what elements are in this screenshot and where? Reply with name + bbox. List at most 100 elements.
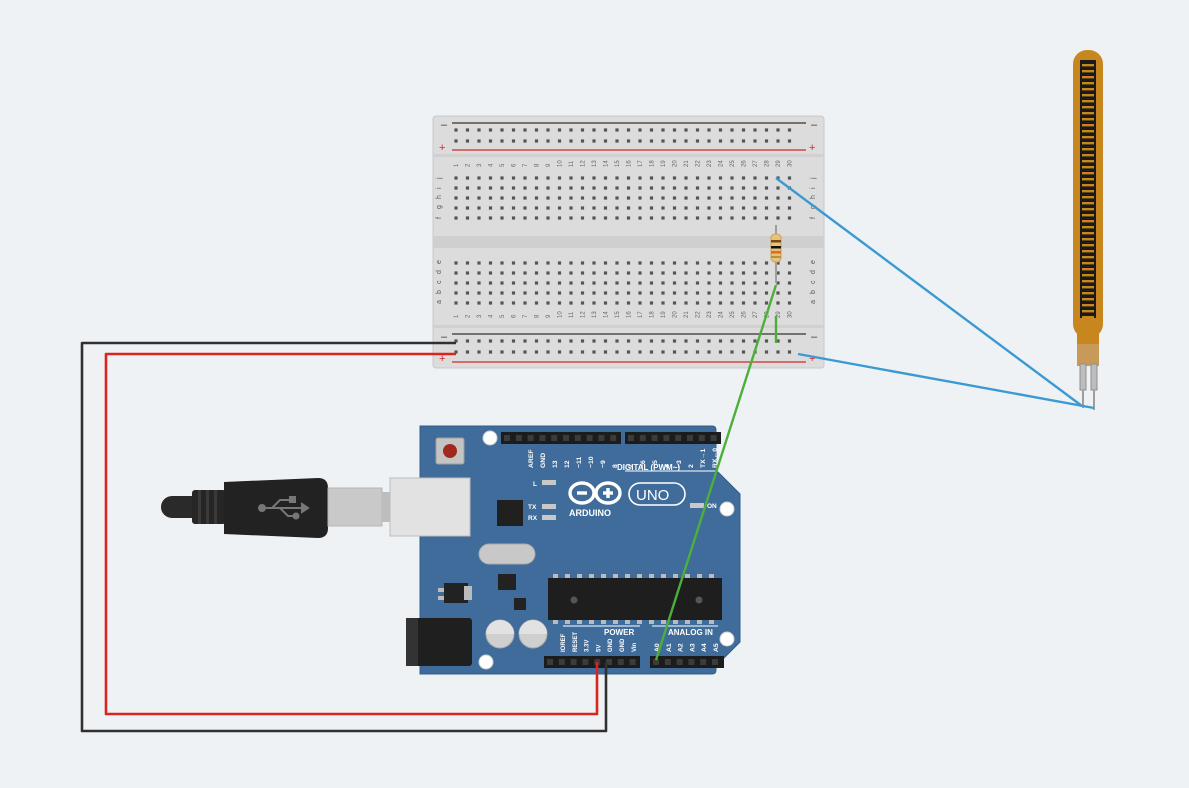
breadboard-hole[interactable] [638,186,642,190]
breadboard-hole[interactable] [787,139,792,143]
breadboard-hole[interactable] [626,301,631,305]
breadboard-hole[interactable] [718,271,723,275]
breadboard-hole[interactable] [787,271,792,275]
breadboard-hole[interactable] [718,261,723,265]
breadboard-hole[interactable] [465,301,470,305]
breadboard-hole[interactable] [661,176,665,180]
breadboard-hole[interactable] [776,139,780,143]
breadboard-hole[interactable] [718,291,723,295]
breadboard-hole[interactable] [569,206,573,210]
breadboard-hole[interactable] [638,176,642,180]
breadboard-hole[interactable] [626,186,631,190]
breadboard-hole[interactable] [638,206,642,210]
breadboard-hole[interactable] [488,339,493,343]
breadboard-hole[interactable] [649,206,654,210]
breadboard-hole[interactable] [465,139,470,143]
breadboard-hole[interactable] [454,206,458,210]
breadboard-hole[interactable] [787,216,792,220]
breadboard-hole[interactable] [534,301,539,305]
breadboard-hole[interactable] [684,206,688,210]
breadboard-hole[interactable] [523,128,527,132]
breadboard-hole[interactable] [454,261,458,265]
breadboard-hole[interactable] [638,339,642,343]
breadboard-hole[interactable] [695,291,700,295]
breadboard-hole[interactable] [615,216,619,220]
breadboard-hole[interactable] [523,339,527,343]
breadboard-hole[interactable] [730,350,734,354]
breadboard-hole[interactable] [730,291,734,295]
breadboard-hole[interactable] [592,261,596,265]
breadboard-hole[interactable] [557,339,562,343]
breadboard-hole[interactable] [615,176,619,180]
breadboard-hole[interactable] [707,128,711,132]
breadboard-hole[interactable] [626,176,631,180]
breadboard-hole[interactable] [557,350,562,354]
breadboard-hole[interactable] [603,196,608,200]
breadboard-hole[interactable] [454,139,458,143]
breadboard-hole[interactable] [500,291,504,295]
breadboard-hole[interactable] [603,301,608,305]
breadboard-hole[interactable] [488,301,493,305]
breadboard-hole[interactable] [649,139,654,143]
breadboard-hole[interactable] [672,176,677,180]
breadboard-hole[interactable] [753,261,757,265]
breadboard-hole[interactable] [580,339,585,343]
breadboard-hole[interactable] [603,281,608,285]
breadboard-hole[interactable] [557,196,562,200]
breadboard-hole[interactable] [661,139,665,143]
breadboard-hole[interactable] [753,139,757,143]
breadboard-hole[interactable] [695,301,700,305]
breadboard-hole[interactable] [718,216,723,220]
breadboard-hole[interactable] [488,271,493,275]
breadboard-hole[interactable] [741,301,746,305]
breadboard-hole[interactable] [603,206,608,210]
breadboard-hole[interactable] [741,128,746,132]
breadboard-hole[interactable] [500,271,504,275]
breadboard-hole[interactable] [477,271,481,275]
breadboard-hole[interactable] [776,216,780,220]
breadboard-hole[interactable] [626,291,631,295]
breadboard-hole[interactable] [580,206,585,210]
breadboard-hole[interactable] [500,206,504,210]
breadboard-hole[interactable] [684,176,688,180]
breadboard-hole[interactable] [534,271,539,275]
breadboard-hole[interactable] [557,261,562,265]
breadboard-hole[interactable] [546,261,550,265]
breadboard-hole[interactable] [488,206,493,210]
breadboard-hole[interactable] [695,281,700,285]
breadboard-hole[interactable] [626,350,631,354]
breadboard-hole[interactable] [626,216,631,220]
breadboard-hole[interactable] [615,261,619,265]
breadboard-hole[interactable] [753,206,757,210]
breadboard-hole[interactable] [546,139,550,143]
breadboard-hole[interactable] [615,128,619,132]
breadboard-hole[interactable] [557,291,562,295]
breadboard-hole[interactable] [649,128,654,132]
breadboard-hole[interactable] [638,196,642,200]
breadboard-hole[interactable] [615,139,619,143]
breadboard-hole[interactable] [695,139,700,143]
breadboard-hole[interactable] [569,271,573,275]
breadboard-hole[interactable] [523,196,527,200]
breadboard-hole[interactable] [465,350,470,354]
breadboard-hole[interactable] [477,339,481,343]
breadboard-hole[interactable] [569,261,573,265]
breadboard-hole[interactable] [511,196,516,200]
breadboard-hole[interactable] [534,206,539,210]
breadboard-hole[interactable] [718,139,723,143]
breadboard-hole[interactable] [753,301,757,305]
breadboard-hole[interactable] [684,291,688,295]
wire-flex-bottom-blue[interactable] [797,352,1095,410]
breadboard-hole[interactable] [615,271,619,275]
breadboard[interactable]: – – + + – – + + j i h g f e d c b a j i … [432,115,825,369]
breadboard-hole[interactable] [603,339,608,343]
breadboard-hole[interactable] [557,128,562,132]
breadboard-hole[interactable] [557,271,562,275]
breadboard-hole[interactable] [523,350,527,354]
breadboard-hole[interactable] [557,301,562,305]
breadboard-hole[interactable] [684,281,688,285]
breadboard-hole[interactable] [592,186,596,190]
breadboard-hole[interactable] [615,301,619,305]
breadboard-hole[interactable] [764,350,769,354]
